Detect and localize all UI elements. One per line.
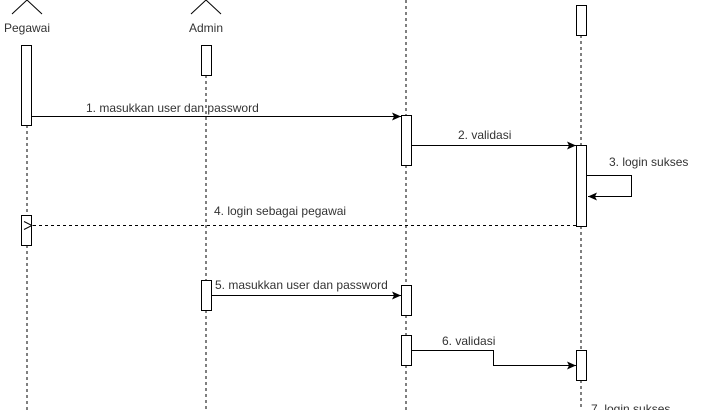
activation-system-2 — [401, 285, 412, 316]
activation-admin-2 — [201, 280, 212, 311]
actor-admin-label: Admin — [189, 21, 223, 35]
actor-pegawai-figure — [11, 0, 43, 15]
activation-system-1 — [401, 115, 412, 166]
message-6-arrow — [412, 350, 576, 370]
message-5-label: 5. masukkan user dan password — [215, 278, 388, 292]
message-6-label: 6. validasi — [442, 334, 495, 348]
activation-database-3 — [576, 350, 587, 381]
message-3-self-arrow — [587, 175, 632, 201]
activation-admin-1 — [201, 45, 212, 76]
activation-database-1 — [576, 5, 587, 36]
message-3-label: 3. login sukses — [609, 155, 688, 169]
actor-pegawai-label: Pegawai — [4, 21, 50, 35]
message-1-label: 1. masukkan user dan password — [86, 101, 259, 115]
activation-database-2 — [576, 145, 587, 227]
activation-pegawai-2 — [21, 215, 32, 246]
activation-system-3 — [401, 335, 412, 366]
message-4-label: 4. login sebagai pegawai — [214, 204, 346, 218]
message-2-label: 2. validasi — [458, 128, 511, 142]
actor-admin-figure — [190, 0, 222, 15]
message-7-label: 7. login sukses — [591, 402, 670, 410]
activation-pegawai-1 — [21, 45, 32, 126]
